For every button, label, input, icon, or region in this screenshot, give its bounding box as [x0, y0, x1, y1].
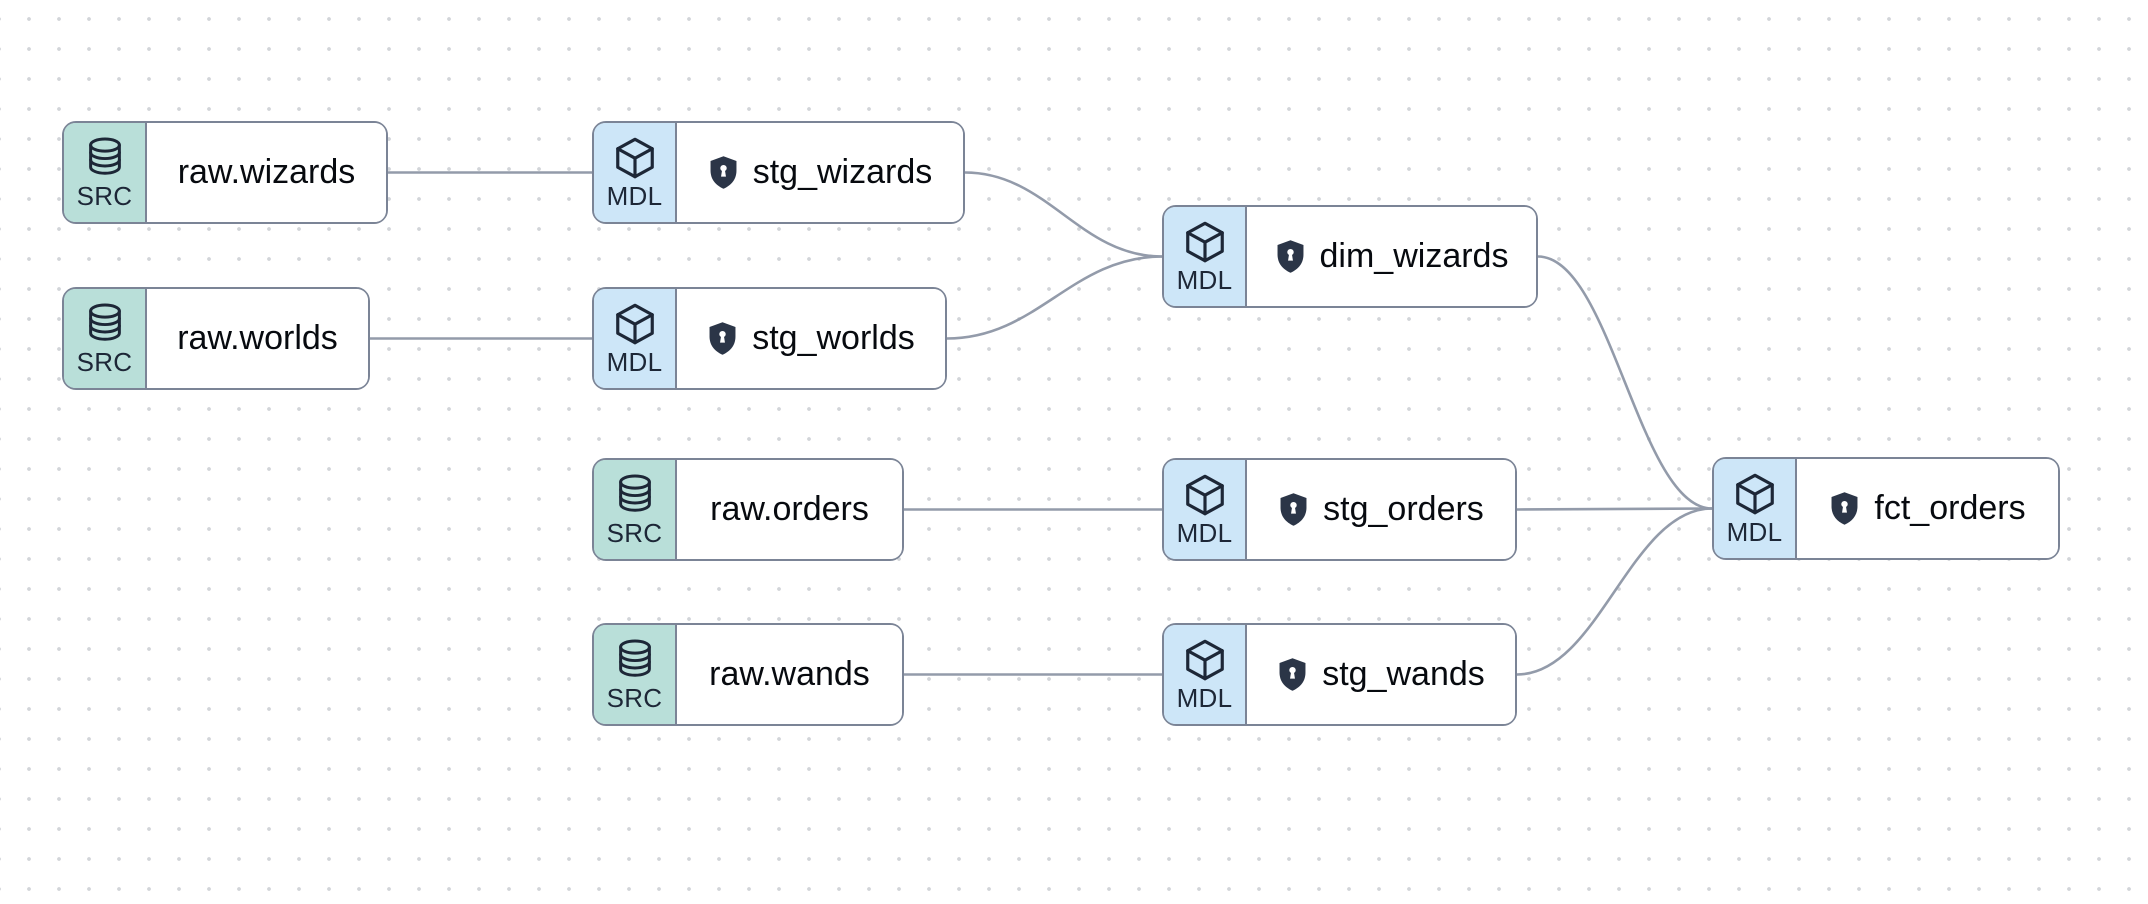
- lineage-node-raw.worlds[interactable]: SRC raw.worlds: [62, 287, 370, 390]
- node-kind-label: MDL: [1726, 517, 1783, 547]
- edge-stg_worlds-to-dim_wizards: [946, 255, 1163, 340]
- node-label: stg_wizards: [752, 153, 933, 191]
- node-body: dim_wizards: [1247, 207, 1536, 306]
- lineage-node-fct_orders[interactable]: MDL fct_orders: [1712, 457, 2060, 560]
- node-label: stg_wands: [1322, 655, 1485, 693]
- edge-stg_wands-to-fct_orders: [1516, 507, 1713, 676]
- cube-icon: [615, 137, 654, 179]
- shield-lock-icon: [707, 321, 738, 356]
- database-icon: [88, 303, 121, 341]
- node-kind-label: SRC: [76, 181, 133, 211]
- node-body: raw.worlds: [147, 289, 368, 388]
- shield-lock-icon: [708, 155, 739, 190]
- node-label: raw.wands: [709, 655, 870, 693]
- node-label: dim_wizards: [1319, 237, 1509, 275]
- node-kind-label: MDL: [606, 347, 663, 377]
- node-label: stg_orders: [1323, 490, 1484, 528]
- cube-icon: [1185, 639, 1224, 681]
- database-icon: [618, 639, 651, 677]
- node-kind-badge: MDL: [594, 123, 677, 222]
- node-body: stg_wizards: [677, 123, 963, 222]
- lineage-node-stg_wizards[interactable]: MDL stg_wizards: [592, 121, 965, 224]
- node-body: raw.wands: [677, 625, 902, 724]
- node-kind-label: MDL: [1176, 518, 1233, 548]
- shield-lock-icon: [1277, 657, 1308, 692]
- shield-lock-icon: [1278, 492, 1309, 527]
- node-label: raw.worlds: [177, 319, 338, 357]
- lineage-node-raw.wands[interactable]: SRC raw.wands: [592, 623, 904, 726]
- cube-icon: [1735, 473, 1774, 515]
- edge-stg_orders-to-fct_orders: [1516, 507, 1713, 511]
- lineage-node-stg_wands[interactable]: MDL stg_wands: [1162, 623, 1517, 726]
- node-kind-badge: MDL: [594, 289, 677, 388]
- cube-icon: [1185, 474, 1224, 516]
- database-icon: [88, 137, 121, 175]
- node-kind-badge: MDL: [1714, 459, 1797, 558]
- node-kind-label: SRC: [606, 683, 663, 713]
- lineage-node-raw.wizards[interactable]: SRC raw.wizards: [62, 121, 388, 224]
- node-kind-label: SRC: [76, 347, 133, 377]
- node-body: stg_orders: [1247, 460, 1515, 559]
- cube-icon: [615, 303, 654, 345]
- node-kind-badge: SRC: [64, 123, 147, 222]
- node-body: stg_wands: [1247, 625, 1515, 724]
- node-body: raw.wizards: [147, 123, 386, 222]
- node-kind-label: MDL: [1176, 265, 1233, 295]
- node-label: fct_orders: [1874, 489, 2026, 527]
- node-label: raw.orders: [710, 490, 869, 528]
- node-kind-badge: SRC: [594, 625, 677, 724]
- node-body: fct_orders: [1797, 459, 2058, 558]
- node-kind-badge: SRC: [594, 460, 677, 559]
- node-label: raw.wizards: [177, 153, 356, 191]
- node-kind-badge: MDL: [1164, 207, 1247, 306]
- shield-lock-icon: [1829, 491, 1860, 526]
- lineage-node-stg_worlds[interactable]: MDL stg_worlds: [592, 287, 947, 390]
- lineage-node-dim_wizards[interactable]: MDL dim_wizards: [1162, 205, 1538, 308]
- lineage-node-stg_orders[interactable]: MDL stg_orders: [1162, 458, 1517, 561]
- node-kind-label: SRC: [606, 518, 663, 548]
- node-kind-badge: MDL: [1164, 460, 1247, 559]
- node-kind-label: MDL: [1176, 683, 1233, 713]
- database-icon: [618, 474, 651, 512]
- node-kind-label: MDL: [606, 181, 663, 211]
- node-label: stg_worlds: [752, 319, 915, 357]
- edge-dim_wizards-to-fct_orders: [1537, 255, 1713, 510]
- node-kind-badge: SRC: [64, 289, 147, 388]
- node-kind-badge: MDL: [1164, 625, 1247, 724]
- edge-stg_wizards-to-dim_wizards: [964, 171, 1163, 258]
- node-body: stg_worlds: [677, 289, 945, 388]
- cube-icon: [1185, 221, 1224, 263]
- lineage-node-raw.orders[interactable]: SRC raw.orders: [592, 458, 904, 561]
- shield-lock-icon: [1275, 239, 1306, 274]
- node-body: raw.orders: [677, 460, 902, 559]
